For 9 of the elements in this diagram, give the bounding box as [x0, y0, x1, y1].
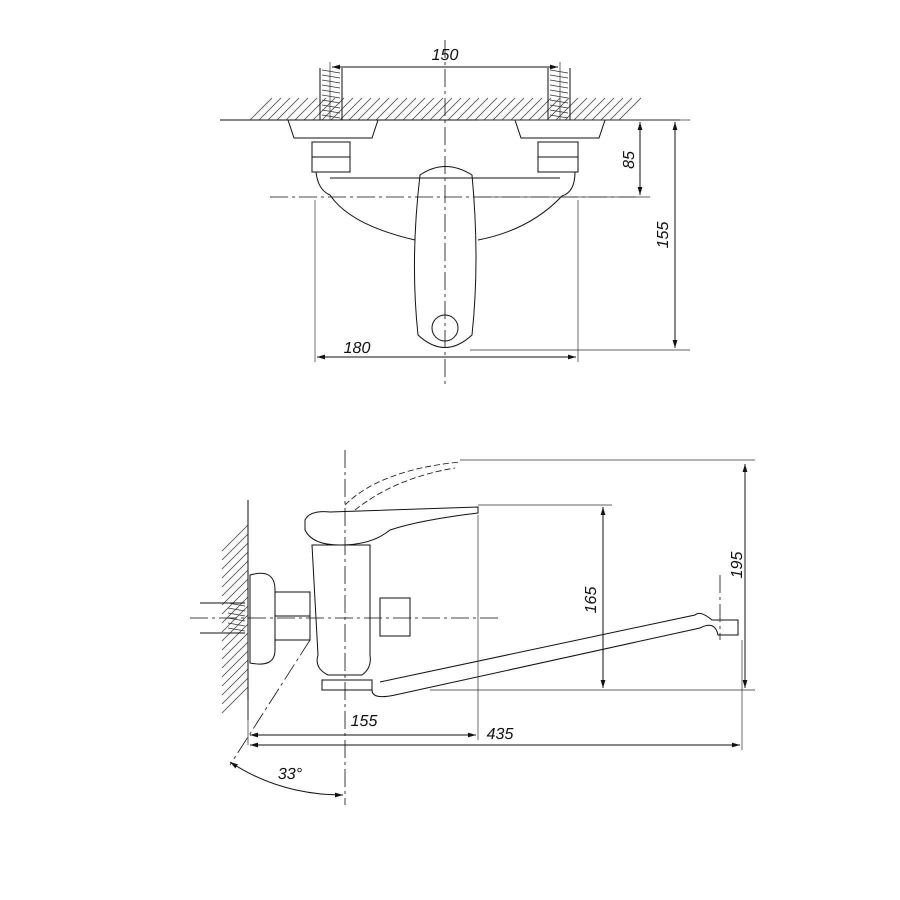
dimension-label: 435	[486, 727, 514, 743]
dimension-label: 155	[350, 714, 378, 730]
dimension-label: 195	[730, 552, 746, 578]
dimension-label: 155	[656, 222, 672, 248]
dimension-label: 150	[432, 48, 458, 64]
dimension-label: 180	[344, 341, 370, 357]
dimension-label: 165	[584, 586, 600, 614]
dimension-label: 85	[622, 151, 638, 169]
dimension-label: 33°	[278, 767, 302, 783]
